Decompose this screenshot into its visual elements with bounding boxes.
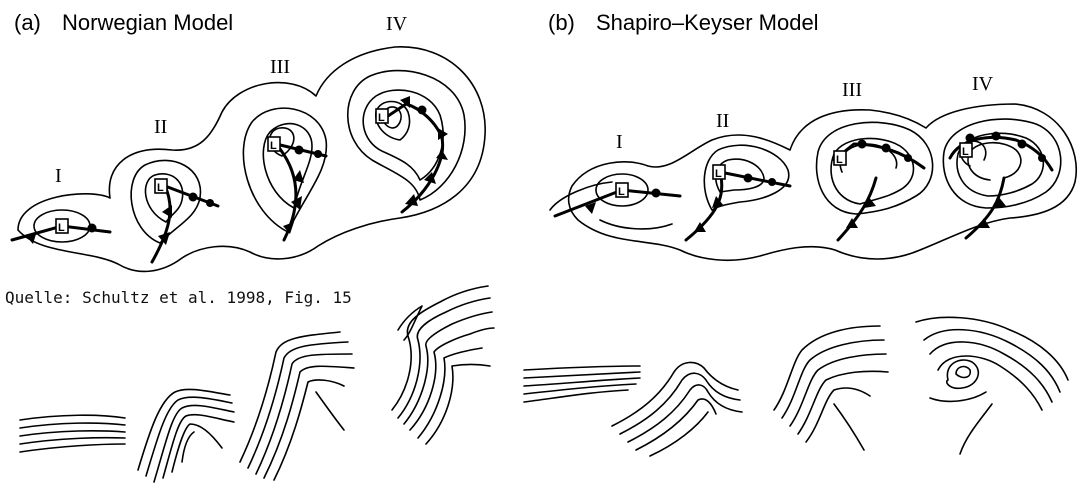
shapiro-thermal-stage-4 bbox=[915, 316, 1069, 455]
norwegian-thermal-stage-4 bbox=[391, 285, 495, 445]
norwegian-stage-1-system: L bbox=[10, 209, 112, 244]
shapiro-stage-3-system: L bbox=[815, 121, 934, 242]
shapiro-outer-envelope bbox=[567, 103, 1077, 262]
panel-a-title: Norwegian Model bbox=[62, 10, 233, 35]
norwegian-stage-4: IV bbox=[386, 13, 408, 35]
low-pressure-label: L bbox=[618, 186, 625, 198]
shapiro-stage-1-system: L bbox=[553, 173, 682, 218]
shapiro-stage-3: III bbox=[842, 79, 862, 101]
shapiro-stage-4-system: L bbox=[942, 118, 1062, 240]
norwegian-stage-1: I bbox=[55, 165, 62, 187]
shapiro-thermal-stage-2 bbox=[611, 361, 743, 457]
panel-b-letter: (b) bbox=[548, 10, 575, 35]
norwegian-outer-envelope bbox=[17, 46, 486, 273]
norwegian-stage-2-system: L bbox=[130, 159, 220, 264]
norwegian-stage-3: III bbox=[270, 56, 290, 78]
low-pressure-label: L bbox=[836, 154, 843, 166]
low-pressure-label: L bbox=[270, 140, 277, 152]
norwegian-stage-3-system: L bbox=[242, 107, 328, 242]
shapiro-thermal-field-sequence bbox=[523, 316, 1069, 457]
low-pressure-label: L bbox=[962, 146, 969, 158]
low-pressure-label: L bbox=[715, 168, 722, 180]
shapiro-stage-1: I bbox=[616, 131, 623, 153]
panel-a-letter: (a) bbox=[14, 10, 41, 35]
low-pressure-label: L bbox=[378, 112, 385, 124]
norwegian-cyclone-sequence: L L L bbox=[10, 46, 486, 273]
shapiro-stage-2: II bbox=[716, 110, 729, 132]
norwegian-thermal-stage-1 bbox=[19, 414, 126, 453]
panel-b-title: Shapiro–Keyser Model bbox=[596, 10, 819, 35]
norwegian-thermal-field-sequence bbox=[19, 285, 495, 483]
low-pressure-label: L bbox=[157, 182, 164, 194]
norwegian-stage-2: II bbox=[154, 116, 167, 138]
shapiro-thermal-stage-3 bbox=[773, 325, 889, 451]
norwegian-stage-4-system: L bbox=[347, 69, 466, 214]
shapiro-stage-2-system: L bbox=[684, 144, 792, 242]
low-pressure-label: L bbox=[58, 222, 65, 234]
shapiro-keyser-cyclone-sequence: L L L bbox=[549, 103, 1077, 262]
source-citation: Quelle: Schultz et al. 1998, Fig. 15 bbox=[5, 288, 352, 307]
norwegian-thermal-stage-3 bbox=[239, 331, 355, 481]
shapiro-thermal-stage-1 bbox=[523, 365, 641, 403]
norwegian-thermal-stage-2 bbox=[137, 388, 235, 483]
shapiro-stage-4: IV bbox=[972, 73, 994, 95]
